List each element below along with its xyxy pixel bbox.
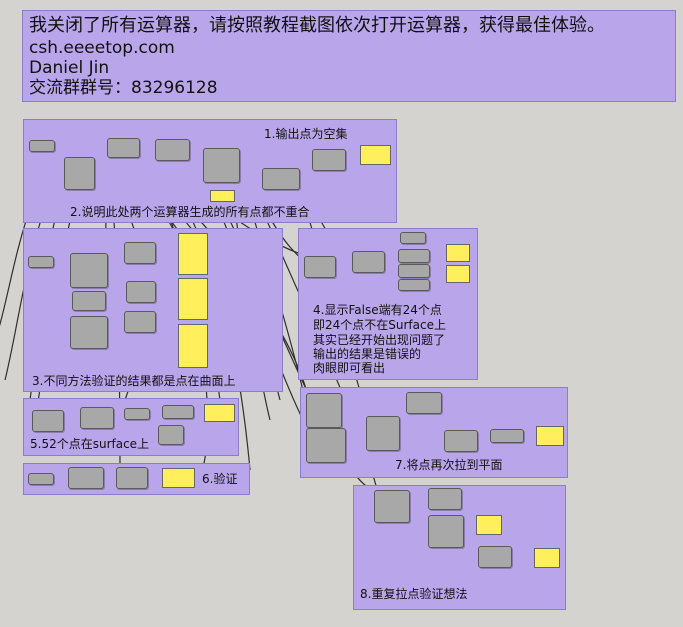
component[interactable] [398,279,430,291]
website-text: csh.eeeetop.com [29,38,175,58]
group-2-title: 2.说明此处两个运算器生成的所有点都不重合 [70,205,310,219]
component[interactable] [28,473,54,485]
group-3-title: 3.不同方法验证的结果都是点在曲面上 [32,374,236,388]
component[interactable] [203,148,240,183]
output-panel[interactable] [210,190,235,202]
component[interactable] [124,242,156,264]
component[interactable] [444,430,478,452]
component[interactable] [124,408,150,420]
group-1-title: 1.输出点为空集 [264,127,348,141]
component[interactable] [124,311,156,333]
component[interactable] [406,392,442,414]
component[interactable] [398,249,430,263]
output-panel[interactable] [446,265,470,283]
component[interactable] [116,467,148,489]
component[interactable] [306,393,342,428]
component[interactable] [262,168,300,190]
component[interactable] [398,264,430,278]
output-panel[interactable] [534,548,560,568]
instruction-text: 我关闭了所有运算器，请按照教程截图依次打开运算器，获得最佳体验。 [29,15,605,36]
component[interactable] [70,316,108,349]
component[interactable] [366,416,400,451]
component[interactable] [107,138,140,158]
component[interactable] [29,140,55,152]
group-7-title: 7.将点再次拉到平面 [395,458,503,472]
group-4-line-1: 4.显示False端有24个点 [313,303,442,317]
component[interactable] [478,546,512,568]
component[interactable] [162,405,194,419]
component[interactable] [400,232,426,244]
group-4-line-4: 输出的结果是错误的 [313,347,422,361]
component[interactable] [312,149,346,171]
group-6-title: 6.验证 [202,472,238,486]
component[interactable] [70,253,108,288]
output-panel[interactable] [536,426,564,446]
component[interactable] [352,251,385,273]
component[interactable] [28,256,54,268]
component[interactable] [428,515,464,548]
component[interactable] [64,157,95,190]
info-panel[interactable]: 我关闭了所有运算器，请按照教程截图依次打开运算器，获得最佳体验。 csh.eee… [22,10,676,102]
group-4-line-2: 即24个点不在Surface上 [313,318,446,332]
output-panel[interactable] [178,233,208,275]
author-text: Daniel Jin [29,58,110,78]
output-panel[interactable] [476,515,502,535]
component[interactable] [32,410,64,432]
component[interactable] [68,467,104,489]
output-panel[interactable] [178,324,208,368]
group-4-line-5: 肉眼即可看出 [313,361,386,375]
output-panel[interactable] [162,468,195,488]
component[interactable] [126,281,156,303]
group-5-title: 5.52个点在surface上 [30,437,150,451]
group-4-line-3: 其实已经开始出现问题了 [313,333,446,347]
group-number-text: 交流群群号：83296128 [29,78,218,98]
output-panel[interactable] [178,278,208,320]
component[interactable] [306,428,346,463]
component[interactable] [155,139,190,161]
component[interactable] [374,490,410,523]
component[interactable] [158,425,184,445]
group-8-title: 8.重复拉点验证想法 [360,587,468,601]
component[interactable] [80,407,114,429]
component[interactable] [304,256,336,278]
component[interactable] [72,291,106,311]
output-panel[interactable] [446,244,470,262]
component[interactable] [490,429,524,443]
component[interactable] [428,488,462,510]
output-panel[interactable] [360,145,391,165]
output-panel[interactable] [204,404,235,422]
